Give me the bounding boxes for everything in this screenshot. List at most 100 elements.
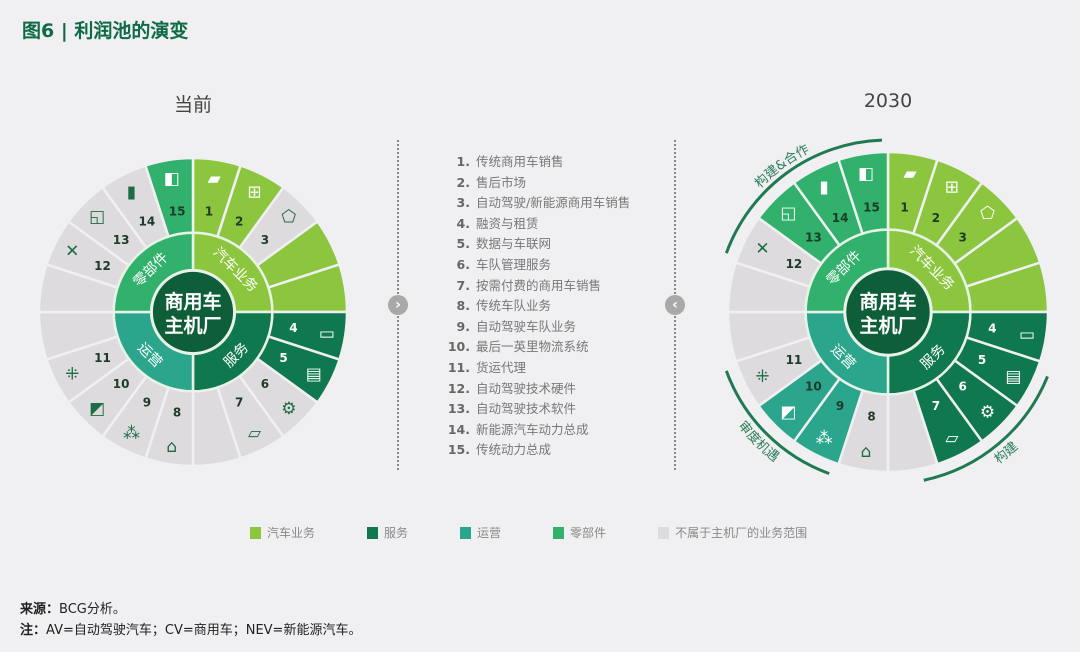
segment-number: 7 [235,396,243,410]
segment-number: 6 [261,377,269,391]
truck-icon: ▰ [208,169,222,189]
list-item: 11.货运代理 [440,358,630,379]
list-item-text: 售后市场 [476,174,527,190]
legend-label: 运营 [477,526,502,540]
touchscreen-icon: ◱ [780,203,796,223]
segment-number: 9 [836,399,844,413]
legend-item-outside: 不属于主机厂的业务范围 [658,524,807,541]
segment-number: 3 [261,233,269,247]
list-item-number: 14. [447,421,470,437]
gears-icon: ⚙ [281,399,296,419]
money-icon: ▭ [1019,325,1035,345]
list-item-text: 自动驾驶技术软件 [476,401,577,417]
engine-icon: ◧ [164,169,180,189]
note-label: 注： [20,623,47,638]
segment-number: 4 [289,321,297,335]
battery-icon: ▮ [819,178,828,198]
prev-arrow-button[interactable]: ‹ [665,295,685,315]
legend-label: 汽车业务 [267,526,316,540]
card-payment-icon: ▱ [248,424,262,444]
next-arrow-button[interactable]: › [388,295,408,315]
segment-number: 8 [173,405,181,419]
segment-number: 14 [832,211,849,225]
list-item-number: 12. [447,380,470,396]
segment-number: 6 [958,380,966,394]
segment-number: 5 [978,353,986,367]
list-item: 3. 自动驾驶/新能源商用车销售 [440,193,631,214]
touchscreen-icon: ◱ [89,207,105,227]
segment-number: 13 [805,230,822,244]
truck-icon: ▰ [903,164,917,184]
profit-pool-wheel-2030: 1▰2⊞3⬠4▭5▤6⚙7▱8⌂9⁂10◩11⁜12✕13◱14▮15◧汽车业务… [724,138,1050,482]
list-item-text: 自动驾驶/新能源商用车销售 [476,195,631,211]
list-item-text: 自动驾驶技术硬件 [476,380,577,396]
segment-number: 12 [94,259,111,273]
list-item-text: 自动驾驶车队业务 [476,318,577,334]
legend-swatch [250,526,261,539]
legend-label: 不属于主机厂的业务范围 [675,526,808,540]
network-icon: ⁜ [65,365,79,385]
segment-number: 2 [932,211,940,225]
segment-15: 15◧ [836,150,890,236]
list-item: 12. 自动驾驶技术硬件 [440,379,630,400]
list-item-number: 4. [456,215,470,231]
circuit-icon: ⁂ [123,424,140,444]
profit-pool-wheel-current: 1▰2⊞3⬠4▭5▤6⚙7▱8⌂9⁂10◩11⁜12✕13◱14▮15◧汽车业务… [37,156,349,468]
legend-swatch [553,526,565,539]
tag-icon: ⬠ [281,207,296,227]
list-item-text: 车队管理服务 [476,256,552,272]
segment-number: 1 [205,205,213,219]
legend-swatch [658,526,670,539]
arc-label-text: 构建 [992,439,1021,467]
center-label: 商用车 [164,290,221,313]
center-label: 主机厂 [859,315,916,337]
engine-icon: ◧ [858,164,874,184]
list-item-number: 1. [456,154,470,169]
list-item-text: 传统车队业务 [476,298,552,314]
map-pin-icon: ⌂ [166,437,177,457]
segment-number: 10 [113,377,130,391]
database-icon: ▤ [306,365,322,385]
arc-label-textpath: 构建 [992,439,1021,467]
list-item: 13.自动驾驶技术软件 [440,399,630,420]
list-item-number: 15. [447,442,470,458]
segment-number: 1 [900,201,908,215]
list-item-text: 数据与车联网 [476,236,552,252]
segment-9: 9⁂ [100,374,171,461]
list-item-number: 8. [456,298,470,314]
list-item-text: 货运代理 [476,359,527,375]
list-item-text: 传统商用车销售 [476,154,564,169]
list-item: 4.融资与租赁 [440,214,630,235]
list-item: 6.车队管理服务 [440,255,630,276]
legend-item-service: 服务 [367,524,408,541]
note-text: AV=自动驾驶汽车；CV=商用车；NEV=新能源汽车。 [46,623,362,638]
legend-item-parts: 零部件 [553,524,606,541]
center-label: 商用车 [859,290,916,313]
list-item-number: 7. [456,277,470,293]
circuit-icon: ⁂ [816,428,833,448]
legend: 汽车业务 服务 运营 零部件 不属于主机厂的业务范围 [250,524,859,541]
wheel-title-2030: 2030 [863,90,913,112]
segment-number: 7 [932,399,940,413]
database-icon: ▤ [1005,367,1021,387]
cart-icon: ⊞ [247,182,261,202]
tools-icon: ✕ [65,241,79,261]
segment-number: 12 [786,257,803,271]
list-item: 2.售后市场 [440,173,630,194]
list-item: 14. 新能源汽车动力总成 [440,420,630,441]
legend-swatch [460,526,472,539]
package-hand-icon: ◩ [89,399,105,419]
list-item-text: 新能源汽车动力总成 [476,421,589,437]
legend-label: 零部件 [570,526,607,540]
package-hand-icon: ◩ [780,403,796,423]
list-item: 7. 按需付费的商用车销售 [440,276,630,297]
segment-number: 3 [958,230,966,244]
gears-icon: ⚙ [980,403,995,423]
list-item: 9.自动驾驶车队业务 [440,317,630,338]
list-item-number: 3. [456,195,470,211]
list-item-text: 传统动力总成 [476,442,552,458]
map-pin-icon: ⌂ [861,442,872,462]
segment-number: 10 [805,380,822,394]
list-item: 15. 传统动力总成 [440,440,630,461]
list-item-text: 按需付费的商用车销售 [476,277,602,293]
